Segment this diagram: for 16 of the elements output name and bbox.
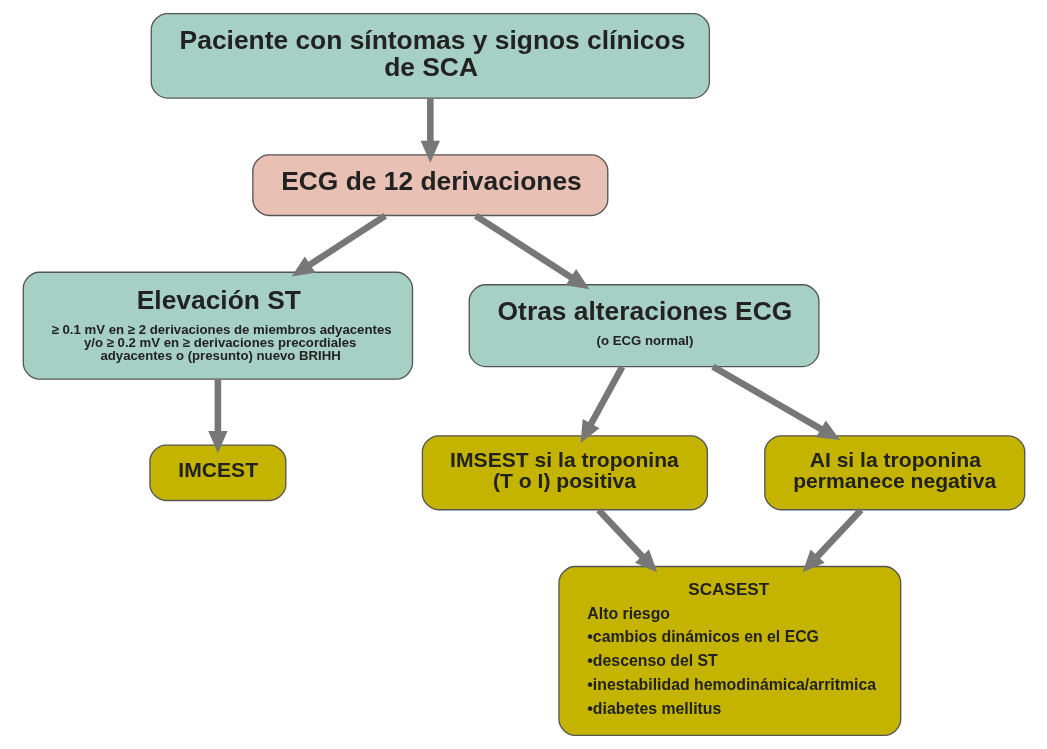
node-box: IMCEST — [148, 444, 286, 502]
node-box: AI si la troponina permanece negativa — [763, 435, 1025, 511]
node-box: Otras alteraciones ECG (o ECG normal) — [468, 284, 820, 368]
arrow — [595, 507, 657, 573]
node-box: IMSEST si la troponina (T o I) positiva — [421, 435, 708, 511]
arrow — [420, 98, 440, 163]
node-box: SCASEST Alto riesgo •cambios dinámicos en el ECG •descenso del ST •inestabilidad hemodinámica/arritmica •diabetes mellitus — [557, 565, 901, 736]
arrow — [802, 507, 863, 573]
arrow — [207, 379, 228, 454]
arrow — [473, 212, 589, 290]
arrow — [580, 365, 625, 443]
arrow — [291, 212, 387, 277]
arrow — [710, 363, 840, 440]
node-box: Paciente con síntomas y signos clínicos de SCA — [150, 13, 710, 99]
node-box: ECG de 12 derivaciones — [251, 154, 608, 217]
node-box: Elevación ST ≥ 0.1 mV en ≥ 2 derivaciones de miembros adyacentes y/o ≥ 0.2 mV en ≥ derivaciones precordiales adyacentes o (presunto) nuevo BRIHH — [22, 271, 413, 380]
